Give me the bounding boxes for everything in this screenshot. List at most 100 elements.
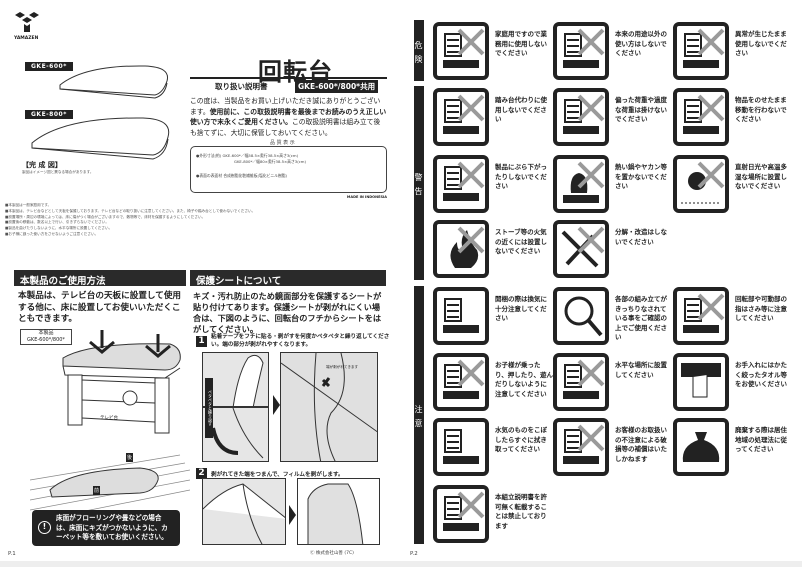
step-1-text: 粘着テープをフチに貼る・剥がすを何度かペタペタと繰り返してください。端の部分が剥… <box>211 334 390 348</box>
exclamation-icon: ! <box>38 521 51 534</box>
note: ■製品を曲げたりしないように、水平な場所に設置してください。 <box>5 226 113 231</box>
safety-instruction-text: 偏った荷重や過度な荷重は掛けないでください <box>615 96 667 124</box>
safety-instruction-text: 直射日光や高温多湿な場所に設置しないでください <box>735 163 787 191</box>
model-label-600: GKE-600* <box>25 62 73 71</box>
size-600: GKE-600*／幅58.5×奥行38.5×高さ3(cm) <box>222 153 299 158</box>
title-rule <box>190 77 387 79</box>
safety-instruction-text: 家庭用ですので業務用に使用しないでください <box>495 30 547 58</box>
sheet-body: キズ・汚れ防止のため鏡面部分を保護するシートが貼り付けてあります。保護シートが剥… <box>193 291 382 334</box>
brand-name: YAMAZEN <box>14 36 39 41</box>
yamazen-logo: YAMAZEN <box>14 12 40 41</box>
model-badge: GKE-600*/800*共用 <box>295 80 379 93</box>
note: ■本製品は、テレビ台などとして天板を保護しております。テレビ台などの取り扱いに注… <box>5 208 256 213</box>
step-1-panel-a <box>202 352 269 407</box>
safety-instruction-text: 熱い鍋やヤカン等を置かないでください <box>615 163 667 191</box>
damage-icon <box>553 418 609 476</box>
safety-instruction-text: 水平な場所に設置してください <box>615 361 667 379</box>
surface-value: 合成樹脂化粧繊維板(塩化ビニル樹脂) <box>223 173 288 178</box>
origin: MADE IN INDONESIA <box>346 195 387 199</box>
commercial-use-icon <box>433 22 489 80</box>
overload-icon <box>553 88 609 146</box>
arrow-right-icon <box>273 395 280 415</box>
intro-bold: 使用前に、この取扱説明書を最後までお読みのうえ正しい使い方で末永くご愛用ください… <box>190 107 387 127</box>
step-2-panel-a <box>202 478 286 545</box>
step-1-panel-c: 端が剥がれてきます <box>280 352 378 462</box>
finished-diagram-note: 製品はイメージ図と異なる場合があります。 <box>22 170 94 174</box>
tools-icon <box>553 220 609 278</box>
pinch-icon <box>673 287 729 345</box>
step-2-text: 剥がれてきた端をつまんで、フィルムを剥がします。 <box>211 472 344 478</box>
disposal-icon <box>673 418 729 476</box>
safety-instruction-text: 本組立説明書を許可無く転載することは禁止しております <box>495 493 547 530</box>
front-label: 前 <box>93 486 101 495</box>
safety-instruction-text: お子様が乗ったり、押したり、遊んだりしないように注意してください <box>495 361 553 398</box>
cloth-icon <box>673 353 729 411</box>
step-1-number: 1 <box>196 336 207 347</box>
safety-instruction-text: 各部の組み立てがきっちりなされている事をご確認の上でご使用ください <box>615 295 667 342</box>
step-1-note: 端が剥がれてきます <box>326 365 359 369</box>
quality-box: ●外形寸法(約) GKE-600*／幅58.5×奥行38.5×高さ3(cm) G… <box>190 146 387 193</box>
finished-diagram-label: 【完 成 図】 <box>22 161 62 169</box>
safety-instruction-text: 異常が生じたまま使用しないでください <box>735 30 787 58</box>
size-800: GKE-800*／幅80×奥行38.5×高さ3(cm) <box>234 159 306 164</box>
sheet-heading: 保護シートについて <box>190 270 386 287</box>
misuse-icon <box>553 22 609 80</box>
note: ■設置場所・周辺の環境によっては、床に傷がつく場合がございますので、敷物等で、床… <box>5 214 206 219</box>
page-number-2: P.2 <box>410 551 418 557</box>
section-caution-label: 注意 <box>414 286 424 544</box>
safety-instruction-text: 製品にぶら下がったりしないでください <box>495 163 547 191</box>
size-label: ●外形寸法(約) <box>196 153 222 158</box>
usage-heading: 本製品のご使用方法 <box>14 270 186 287</box>
moving-icon <box>673 88 729 146</box>
intro-tail: この取扱説明書は組み立て後も捨てずに、大切に保管しておいてください。 <box>190 118 381 137</box>
quality-heading: 品 質 表 示 <box>270 140 295 146</box>
intro-plain: この度は、当製品をお買い上げいただき誠にありがとうございます。 <box>190 97 381 116</box>
hanging-icon <box>433 155 489 213</box>
safety-instruction-text: 回転部や可動部の指はさみ等に注意してください <box>735 295 787 323</box>
repeat-arrow: ペタペタと繰り返す <box>205 378 213 438</box>
fire-icon <box>433 220 489 278</box>
safety-instruction-text: お手入れにはかたく絞ったタオル等をお使いください <box>735 361 787 389</box>
level-icon <box>553 353 609 411</box>
note: ■設置後の移動は、数名以上で行い、引きずらないでください。 <box>5 220 109 225</box>
section-danger-label: 危険 <box>414 20 424 81</box>
product-callout: 本製品 GKE-600*/800* <box>20 329 72 345</box>
copyright: Ⓒ 株式会社山善 (7C) <box>310 551 354 556</box>
notes-list: ■本製品は一般家庭用です。 ■本製品は、テレビ台などとして天板を保護しております… <box>5 203 305 238</box>
magnifier-icon <box>553 287 609 345</box>
usage-illustration <box>30 330 190 519</box>
note: ■本製品は一般家庭用です。 <box>5 203 52 207</box>
safety-instruction-text: お客様のお取扱いの不注意による破損等の補償はいたしかねます <box>615 426 667 463</box>
floor-caution-box: ! 床面がフローリングや畳などの場合は、床面にキズがつかないように、カーペット等… <box>32 510 180 546</box>
step-stool-icon <box>433 88 489 146</box>
manual-subtitle: 取り扱い説明書 <box>215 82 268 91</box>
intro-text: この度は、当製品をお買い上げいただき誠にありがとうございます。使用前に、この取扱… <box>190 96 387 138</box>
step-1-panel-b <box>202 407 269 462</box>
floor-caution-text: 床面がフローリングや畳などの場合は、床面にキズがつかないように、カーペット等を敷… <box>56 514 168 541</box>
safety-instruction-text: ストーブ等の火気の近くには設置しないでください <box>495 228 547 256</box>
tv-stand-label: テレビ台 <box>100 416 118 421</box>
note: ■お子様に誤った使い方をさせないようご注意ください。 <box>5 231 99 236</box>
arrow-right-icon <box>289 505 296 525</box>
safety-instruction-text: 水気のものをこぼしたらすぐに拭き取ってください <box>495 426 547 454</box>
tabletop-600-illustration <box>59 65 169 99</box>
step-2-panel-b <box>297 478 380 545</box>
tabletop-800-illustration <box>31 117 170 160</box>
safety-instruction-text: 分解・改造はしないでください <box>615 228 667 246</box>
kettle-icon <box>553 155 609 213</box>
back-label: 後 <box>126 453 134 462</box>
safety-instruction-text: 物品をのせたまま移動を行わないでください <box>735 96 787 124</box>
surface-label: ●表面の表面材 <box>196 173 223 178</box>
model-label-800: GKE-800* <box>25 110 73 119</box>
children-icon <box>433 353 489 411</box>
safety-instruction-text: 踏み台代わりに使用しないでください <box>495 96 547 124</box>
bottom-margin <box>0 561 802 567</box>
section-warning-label: 警告 <box>414 86 424 280</box>
safety-instruction-text: 開梱の際は換気に十分注意してください <box>495 295 547 323</box>
page-number-1: P.1 <box>8 551 16 557</box>
usage-body: 本製品は、テレビ台の天板に設置して使用する他に、床に設置してお使いいただくことも… <box>18 291 182 324</box>
copy-icon <box>433 485 489 543</box>
wipe-icon <box>433 418 489 476</box>
step-2-number: 2 <box>196 468 207 479</box>
ventilation-icon <box>433 287 489 345</box>
